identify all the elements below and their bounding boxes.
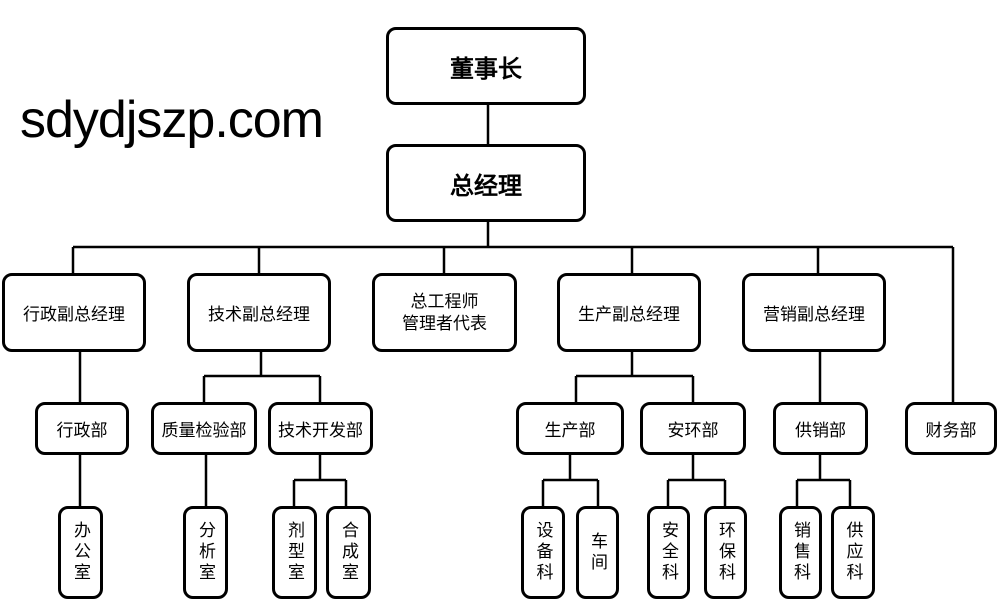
node-formulation-room: 剂型室	[272, 506, 317, 599]
node-supply-sales-dept: 供销部	[773, 402, 868, 455]
node-analysis-room: 分析室	[183, 506, 228, 599]
node-rnd-dept: 技术开发部	[268, 402, 373, 455]
node-office: 办公室	[58, 506, 103, 599]
node-admin-vp: 行政副总经理	[2, 273, 146, 352]
chief-engineer-line2: 管理者代表	[402, 313, 487, 334]
node-synthesis-room: 合成室	[326, 506, 371, 599]
node-workshop: 车间	[576, 506, 619, 599]
node-finance-dept: 财务部	[905, 402, 997, 455]
node-chief-engineer: 总工程师 管理者代表	[372, 273, 517, 352]
node-purchasing-section: 供应科	[831, 506, 875, 599]
node-equipment-section: 设备科	[521, 506, 565, 599]
node-chairman: 董事长	[386, 27, 586, 105]
node-env-section: 环保科	[704, 506, 747, 599]
node-safety-env-dept: 安环部	[640, 402, 746, 455]
node-safety-section: 安全科	[647, 506, 690, 599]
node-sales-section: 销售科	[779, 506, 822, 599]
node-marketing-vp: 营销副总经理	[742, 273, 886, 352]
node-tech-vp: 技术副总经理	[187, 273, 331, 352]
node-admin-dept: 行政部	[35, 402, 129, 455]
node-general-manager: 总经理	[386, 144, 586, 222]
node-production-vp: 生产副总经理	[557, 273, 701, 352]
chief-engineer-line1: 总工程师	[410, 291, 479, 312]
node-production-dept: 生产部	[516, 402, 624, 455]
node-quality-dept: 质量检验部	[151, 402, 257, 455]
watermark: sdydjszp.com	[20, 91, 324, 149]
